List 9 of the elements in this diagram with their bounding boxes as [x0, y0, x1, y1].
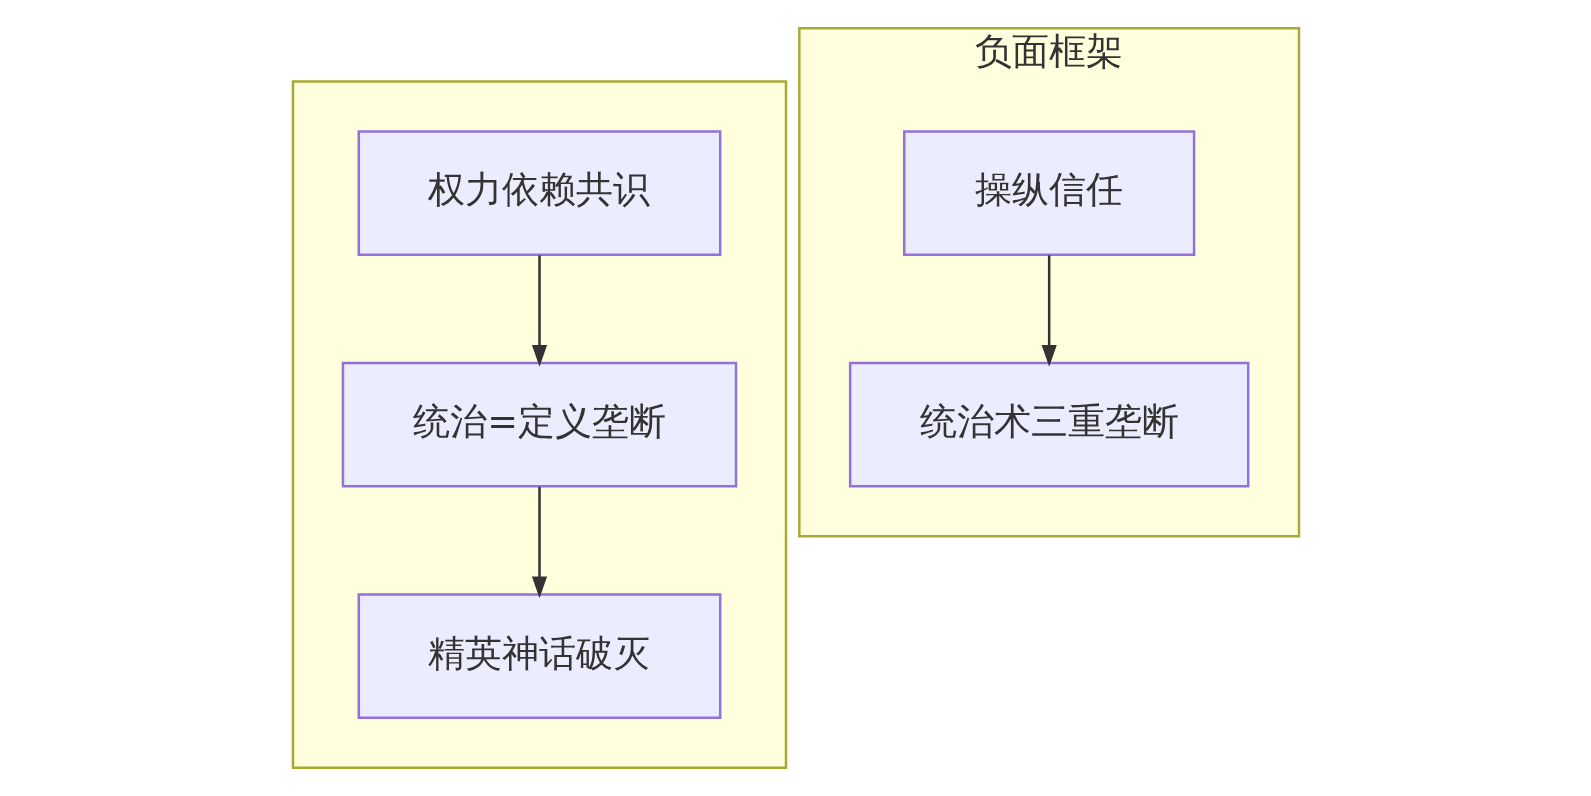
- node-box: 统治术三重垄断: [848, 361, 1249, 488]
- cluster: [291, 80, 787, 769]
- arrow: [531, 486, 547, 599]
- node-box: 操纵信任: [902, 130, 1195, 256]
- node-box: 精英神话破灭: [357, 593, 721, 720]
- node-box: 统治=定义垄断: [341, 361, 737, 488]
- arrow: [1041, 255, 1057, 367]
- node-box: 权力依赖共识: [357, 130, 721, 256]
- arrow: [531, 255, 547, 367]
